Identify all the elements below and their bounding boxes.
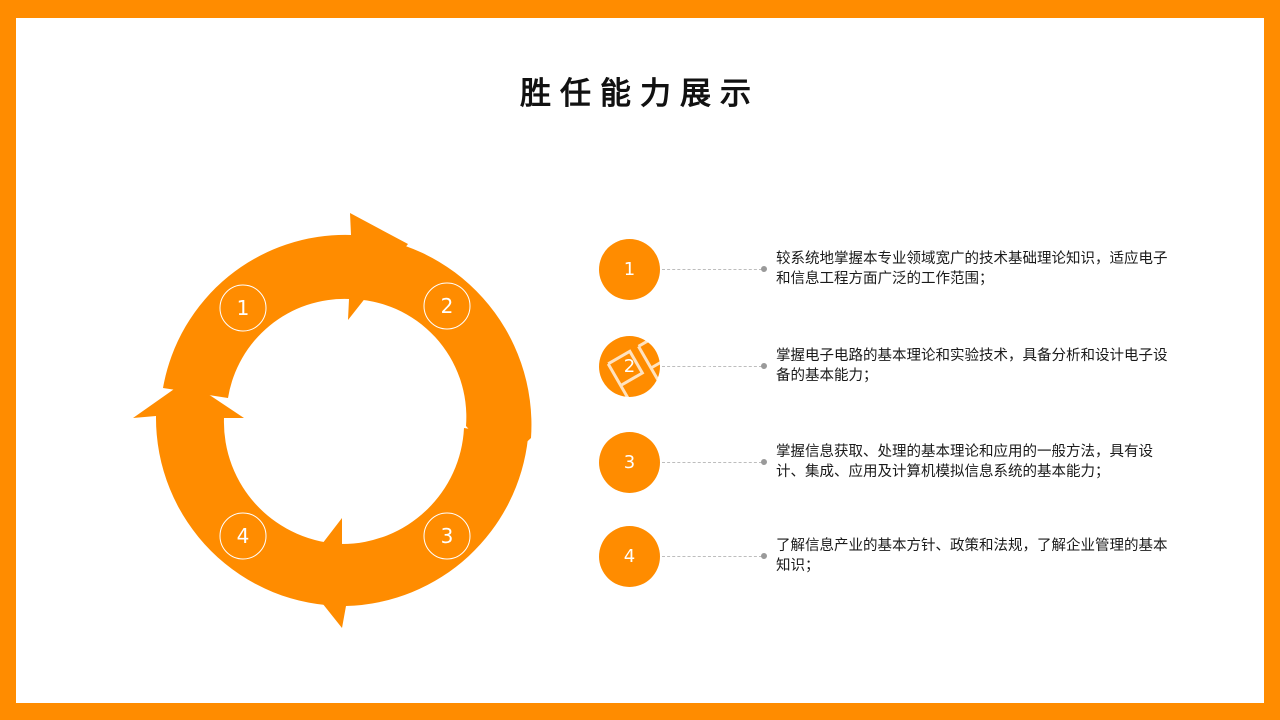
item-text: 掌握信息获取、处理的基本理论和应用的一般方法，具有设计、集成、应用及计算机模拟信…: [776, 444, 1153, 480]
connector-dot: [761, 553, 767, 559]
item-text: 较系统地掌握本专业领域宽广的技术基础理论知识，适应电子和信息工程方面广泛的工作范…: [776, 251, 1168, 287]
connector-line: [662, 462, 762, 463]
item-text: 掌握电子电路的基本理论和实验技术，具备分析和设计电子设备的基本能力；: [776, 348, 1168, 384]
connector-dot: [761, 266, 767, 272]
cycle-marker-3-label: 3: [441, 524, 454, 548]
list-item: 4 了解信息产业的基本方针、政策和法规，了解企业管理的基本知识；: [16, 526, 1264, 588]
connector-dot: [761, 363, 767, 369]
connector-dot: [761, 459, 767, 465]
page-title: 胜任能力展示: [520, 76, 760, 112]
cycle-marker-1: 1: [219, 284, 267, 332]
cycle-arrow-right: [349, 235, 532, 466]
list-item: 2 掌握电子电路的基本理论和实验技术，具备分析和设计电子设备的基本能力；: [16, 336, 1264, 398]
cycle-marker-4: 4: [219, 512, 267, 560]
connector-line: [662, 366, 762, 367]
cycle-marker-3: 3: [423, 512, 471, 560]
cycle-marker-2-label: 2: [441, 294, 454, 318]
item-number-badge: 2: [599, 336, 660, 397]
item-number-badge: 3: [599, 432, 660, 493]
cycle-marker-2: 2: [423, 282, 471, 330]
list-item: 1 较系统地掌握本专业领域宽广的技术基础理论知识，适应电子和信息工程方面广泛的工…: [16, 239, 1264, 301]
cycle-marker-1-label: 1: [237, 296, 250, 320]
cycle-arrow-top: [163, 213, 408, 398]
cycle-arrow-bottom: [299, 428, 528, 628]
cycle-arrow-left: [133, 380, 346, 607]
item-number-badge: 1: [599, 239, 660, 300]
item-number-badge: 4: [599, 526, 660, 587]
connector-line: [662, 269, 762, 270]
cycle-marker-4-label: 4: [237, 524, 250, 548]
cycle-diagram: 1 2 3 4: [133, 213, 532, 628]
list-item: 3 掌握信息获取、处理的基本理论和应用的一般方法，具有设计、集成、应用及计算机模…: [16, 432, 1264, 494]
item-text: 了解信息产业的基本方针、政策和法规，了解企业管理的基本知识；: [776, 538, 1168, 574]
slide-canvas: 胜任能力展示 1 2 3 4 1 较系统地掌握本专业领: [16, 18, 1264, 703]
connector-line: [662, 556, 762, 557]
